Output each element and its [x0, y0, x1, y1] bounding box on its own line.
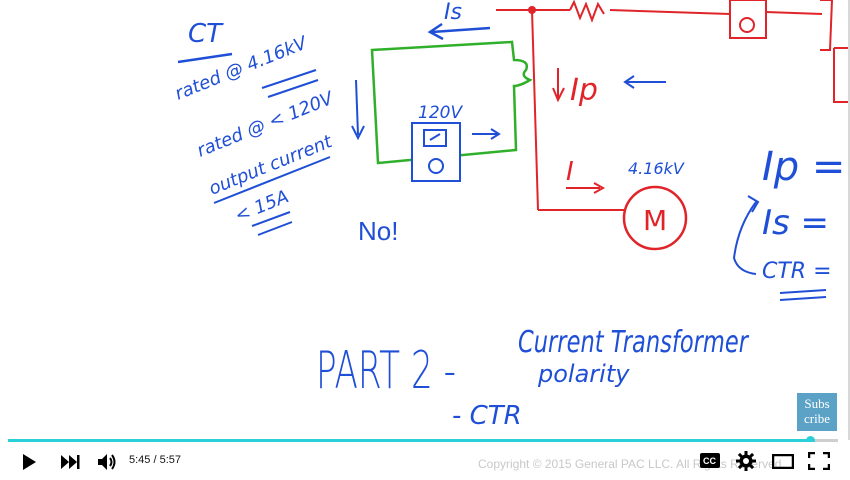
volume-icon[interactable] — [97, 452, 119, 472]
part-topic: Current Transformer — [518, 325, 749, 360]
subscribe-line-1: Subs — [804, 396, 830, 411]
eq-is: Is = — [762, 203, 829, 243]
play-icon[interactable] — [20, 453, 38, 471]
i-label: I — [566, 157, 574, 187]
motor-voltage: 4.16kV — [628, 159, 685, 178]
frame-edge — [848, 0, 850, 440]
next-icon[interactable] — [60, 454, 80, 470]
part-title: PART 2 - — [316, 341, 456, 401]
progress-fill — [8, 439, 810, 442]
subscribe-line-2: cribe — [804, 411, 830, 426]
player-controls: 5:45 / 5:57 Copyright © 2015 General PAC… — [0, 442, 850, 480]
time-display: 5:45 / 5:57 — [129, 454, 181, 466]
subscribe-button[interactable]: Subs cribe — [797, 393, 837, 431]
video-frame[interactable]: CT rated @ 4.16kV rated @ < 120V output … — [0, 0, 850, 440]
fullscreen-icon[interactable] — [808, 452, 830, 470]
eq-ip: Ip = — [762, 144, 845, 190]
ip-label: Ip — [570, 73, 598, 108]
theater-mode-icon[interactable] — [772, 454, 794, 469]
no-label: No! — [358, 216, 398, 246]
scrubber-handle[interactable] — [805, 436, 815, 445]
settings-gear-icon[interactable] — [736, 451, 756, 471]
progress-bar[interactable] — [8, 436, 838, 445]
svg-text:CC: CC — [703, 456, 716, 466]
eq-ctr: CTR = — [762, 259, 832, 284]
whiteboard-drawing: CT rated @ 4.16kV rated @ < 120V output … — [172, 0, 850, 431]
ct-title: CT — [188, 19, 224, 49]
is-label: Is — [444, 0, 462, 25]
part-topic-2: polarity — [537, 360, 630, 388]
part-item: - CTR — [452, 401, 522, 431]
meter-voltage: 120V — [418, 103, 463, 123]
captions-icon[interactable]: CC — [700, 453, 720, 468]
motor-label: M — [643, 204, 667, 237]
